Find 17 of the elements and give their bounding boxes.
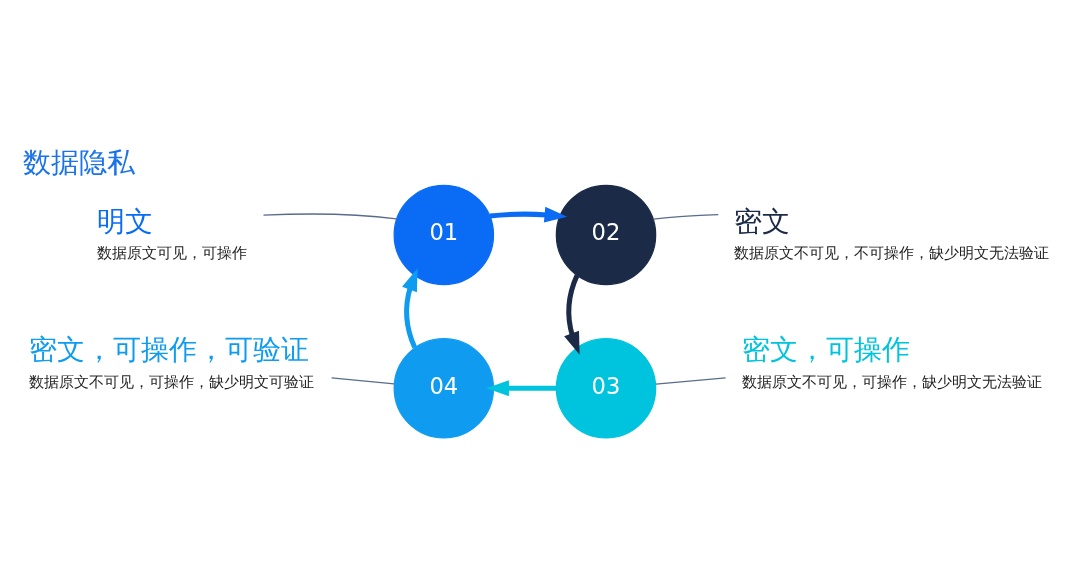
node-text: 密文，可操作 数据原文不可见，可操作，缺少明文无法验证 <box>741 332 1042 391</box>
arrow <box>564 273 580 355</box>
node-circle: 04 <box>393 337 495 439</box>
node-text: 密文 数据原文不可见，不可操作，缺少明文无法验证 <box>734 204 1050 262</box>
connector <box>330 376 395 384</box>
diagram-title: 数据隐私 <box>22 145 135 179</box>
connector <box>262 213 398 219</box>
node-text: 密文，可操作，可验证 数据原文不可见，可操作，缺少明文可验证 <box>28 332 314 391</box>
node-circle: 01 <box>393 184 495 285</box>
arrow <box>489 206 568 223</box>
node-circle: 02 <box>555 184 657 285</box>
arrow <box>402 267 418 349</box>
node-text: 明文 数据原文可见，可操作 <box>96 204 247 262</box>
arrow <box>486 379 557 396</box>
connector <box>655 376 727 385</box>
node-circle: 03 <box>555 337 657 439</box>
connector <box>652 213 719 220</box>
